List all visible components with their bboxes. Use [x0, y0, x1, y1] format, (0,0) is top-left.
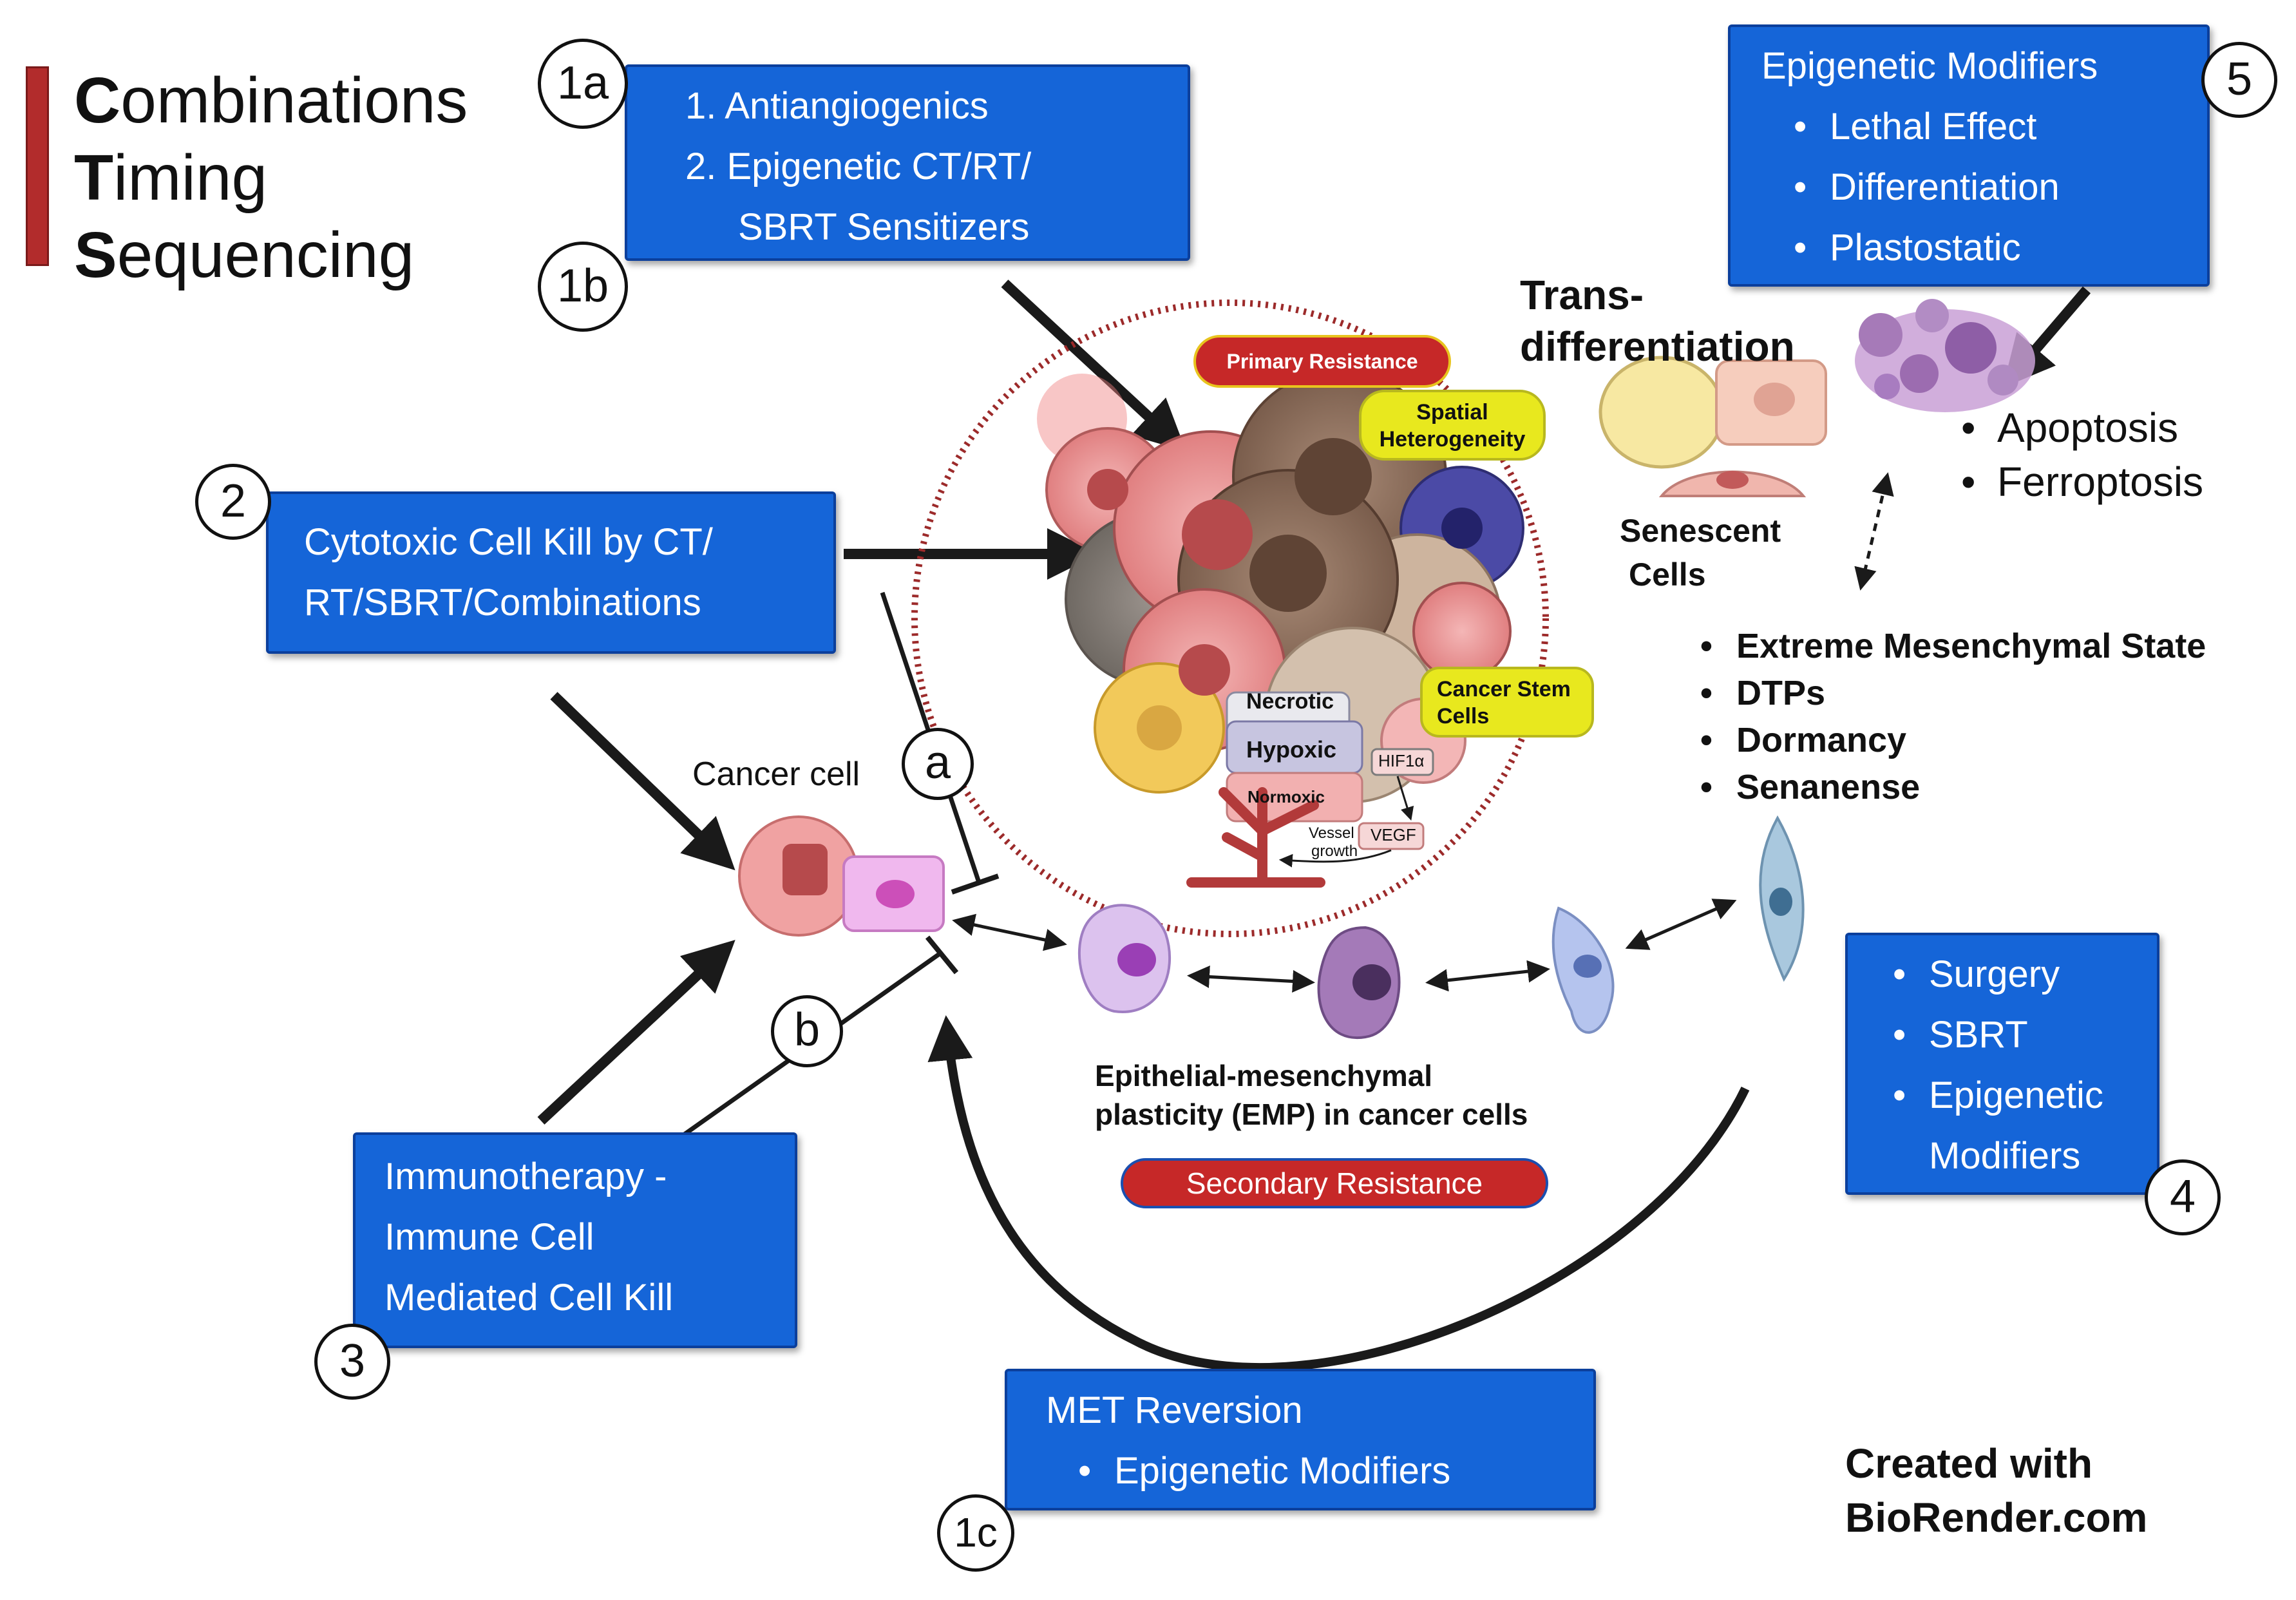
secondary-resistance-pill: Secondary Resistance: [1121, 1158, 1548, 1208]
cts-combinations: Combinations: [74, 64, 468, 137]
box-cytotoxic: Cytotoxic Cell Kill by CT/ RT/SBRT/Combi…: [266, 491, 836, 654]
box-5-title: Epigenetic Modifiers: [1761, 45, 2098, 87]
tumor-microenvironment: [911, 300, 1549, 937]
box-met-reversion: MET Reversion Epigenetic Modifiers: [1005, 1369, 1596, 1510]
spatial-line-2: Heterogeneity: [1379, 427, 1526, 452]
box-1ab-item-2-cont: SBRT Sensitizers: [738, 206, 1030, 248]
vessel-line-1: Vessel: [1309, 824, 1354, 842]
box-1c-item: Epigenetic Modifiers: [1046, 1441, 1593, 1501]
cell-death-list: Apoptosis Ferroptosis: [1961, 401, 2203, 509]
cts-sequencing: Sequencing: [74, 219, 415, 291]
senescent-cells-label: Senescent Cells: [1620, 509, 1781, 596]
box-surgery: Surgery SBRT Epigenetic Modifiers: [1845, 933, 2159, 1195]
cell-state-list: Extreme Mesenchymal State DTPs Dormancy …: [1700, 623, 2206, 811]
state-mesenchymal: Extreme Mesenchymal State: [1700, 623, 2206, 670]
arrow-3-to-cancer-cell: [537, 940, 735, 1125]
badge-a: a: [902, 728, 974, 800]
state-senanense: Senanense: [1700, 764, 2206, 811]
box-4-item-surgery: Surgery: [1893, 944, 2157, 1005]
stem-line-2: Cells: [1437, 704, 1490, 729]
badge-3: 3: [314, 1324, 390, 1400]
emp-label: Epithelial-mesenchymal plasticity (EMP) …: [1095, 1056, 1528, 1134]
box-immunotherapy: Immunotherapy - Immune Cell Mediated Cel…: [353, 1132, 797, 1348]
box-2-line-1: Cytotoxic Cell Kill by CT/: [304, 521, 713, 563]
emp-line-2: plasticity (EMP) in cancer cells: [1095, 1098, 1528, 1131]
stem-line-1: Cancer Stem: [1437, 677, 1571, 701]
badge-5: 5: [2201, 42, 2277, 118]
hypoxic-label: Hypoxic: [1246, 736, 1337, 763]
box-4-item-sbrt: SBRT: [1893, 1005, 2157, 1065]
primary-resistance-pill: Primary Resistance: [1193, 335, 1451, 388]
badge-1a: 1a: [538, 39, 628, 129]
trans-differentiation-label: Trans- differentiation: [1520, 269, 1795, 372]
apoptotic-cell: [1855, 299, 2035, 412]
box-1c-title: MET Reversion: [1046, 1389, 1303, 1431]
box-1ab-item-2: 2. Epigenetic CT/RT/: [685, 146, 1032, 187]
spatial-heterogeneity-pill: Spatial Heterogeneity: [1359, 390, 1546, 461]
emp-double-arrows: [952, 899, 1737, 993]
normoxic-label: Normoxic: [1248, 787, 1325, 806]
vessel-line-2: growth: [1311, 843, 1358, 860]
box-5-item-differentiation: Differentiation: [1761, 157, 2207, 218]
box-3-line-3: Mediated Cell Kill: [384, 1277, 674, 1319]
cts-timing: Timing: [74, 142, 268, 214]
credit-line-2: BioRender.com: [1845, 1494, 2148, 1541]
emp-cells: [1078, 815, 1805, 1040]
state-dtps: DTPs: [1700, 670, 2206, 717]
spatial-line-1: Spatial: [1416, 400, 1488, 424]
badge-b: b: [771, 995, 843, 1067]
cancer-cell-cluster: [738, 815, 945, 937]
senescent-line-1: Senescent: [1620, 513, 1781, 549]
box-1ab-item-1: 1. Antiangiogenics: [685, 85, 989, 127]
box-5-item-lethal: Lethal Effect: [1761, 97, 2207, 157]
senescent-line-2: Cells: [1629, 557, 1706, 593]
emp-line-1: Epithelial-mesenchymal: [1095, 1059, 1433, 1092]
credit-line-1: Created with: [1845, 1440, 2093, 1487]
necrotic-label: Necrotic: [1246, 689, 1334, 714]
death-apoptosis: Apoptosis: [1961, 401, 2203, 455]
box-3-line-2: Immune Cell: [384, 1216, 594, 1258]
box-5-item-plastostatic: Plastostatic: [1761, 218, 2207, 278]
dashed-arrow-state-switch: [1854, 472, 1894, 591]
arrow-met-reversion: [927, 1015, 1750, 1372]
vegf-label: VEGF: [1371, 825, 1416, 844]
trans-line-1: Trans-: [1520, 272, 1644, 318]
box-antiangiogenics: 1. Antiangiogenics 2. Epigenetic CT/RT/ …: [625, 64, 1190, 261]
badge-1b: 1b: [538, 242, 628, 332]
box-4-item-epigenetic: Epigenetic: [1893, 1065, 2157, 1126]
box-3-line-1: Immunotherapy -: [384, 1156, 667, 1197]
badge-1c: 1c: [937, 1494, 1014, 1572]
cancer-stem-cells-pill: Cancer Stem Cells: [1420, 667, 1594, 738]
hif1a-label: HIF1α: [1378, 751, 1425, 770]
box-epigenetic-modifiers: Epigenetic Modifiers Lethal Effect Diffe…: [1728, 24, 2210, 287]
trans-differentiation-cells: [1599, 356, 1827, 497]
state-dormancy: Dormancy: [1700, 717, 2206, 764]
biorender-credit: Created with BioRender.com: [1845, 1436, 2147, 1545]
badge-4: 4: [2145, 1159, 2221, 1235]
box-4-item-epigenetic-cont: Modifiers: [1929, 1135, 2081, 1177]
arrow-1ab-to-tumor: [1001, 280, 1186, 452]
trans-line-2: differentiation: [1520, 323, 1795, 370]
vessel-label: Vessel growth: [1309, 824, 1358, 861]
cts-bar: [26, 66, 49, 266]
death-ferroptosis: Ferroptosis: [1961, 455, 2203, 509]
arrow-2-to-cancer-cell: [550, 692, 735, 871]
cancer-cell-label: Cancer cell: [692, 756, 860, 793]
badge-2: 2: [195, 464, 271, 540]
box-2-line-2: RT/SBRT/Combinations: [304, 582, 701, 624]
